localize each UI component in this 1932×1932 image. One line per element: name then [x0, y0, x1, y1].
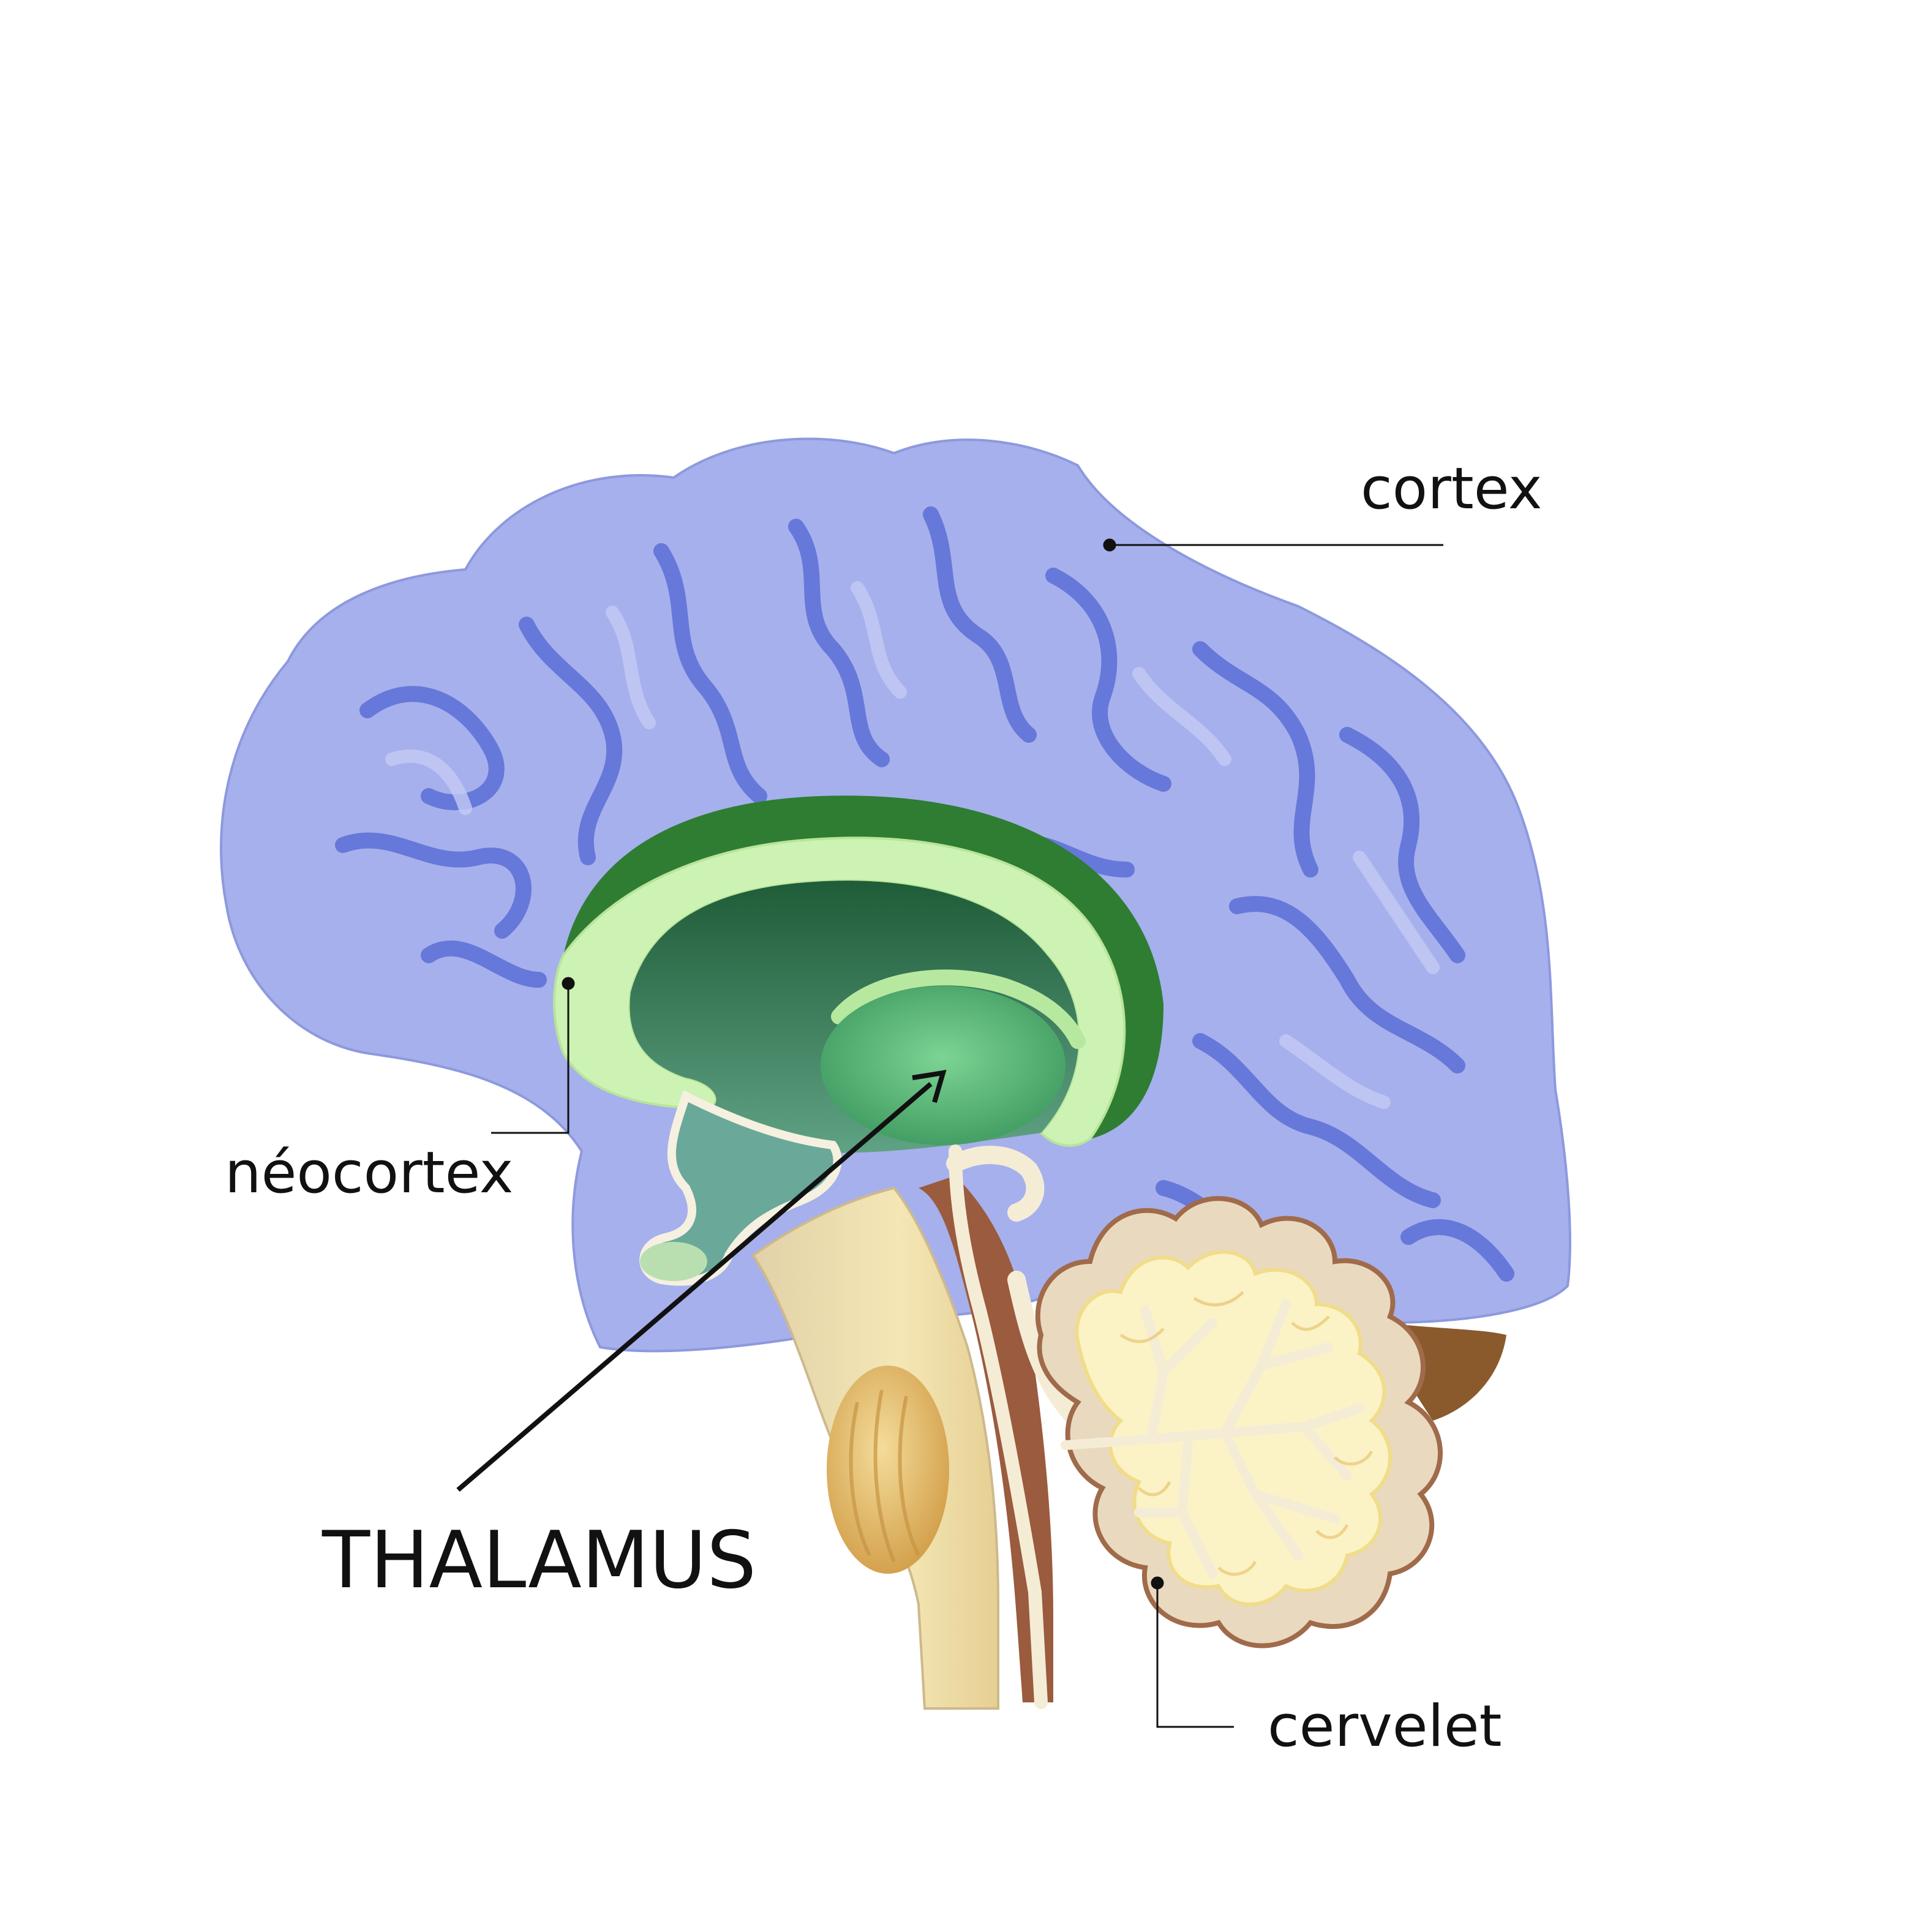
cerebellum-region	[1035, 1196, 1443, 1648]
mammillary-bodies	[640, 1242, 707, 1281]
cortex-label: cortex	[1361, 456, 1543, 522]
hypothalamus	[639, 1090, 842, 1286]
thalamus-arrowhead	[912, 1070, 947, 1103]
aqueduct-line	[949, 1145, 1048, 1709]
cervelet-leader	[1156, 1583, 1234, 1728]
thalamus-arrow-line	[456, 1081, 933, 1492]
cervelet-label: cervelet	[1268, 1693, 1502, 1760]
neocortex-label: néocortex	[225, 1140, 514, 1206]
thalamus-shape	[821, 986, 1066, 1145]
arbor-vitae	[1061, 1299, 1364, 1579]
thalamus-label: THALAMUS	[322, 1515, 757, 1606]
leader-lines	[456, 538, 1443, 1728]
cerebellum-folia	[1119, 1291, 1374, 1576]
fornix	[831, 969, 1086, 1049]
neocortex-leader-dot	[562, 977, 575, 990]
cortex-leader-dot	[1103, 538, 1116, 552]
neocortex-leader	[491, 983, 569, 1134]
pons-striations	[849, 1389, 920, 1563]
cervelet-leader-dot	[1151, 1576, 1164, 1590]
